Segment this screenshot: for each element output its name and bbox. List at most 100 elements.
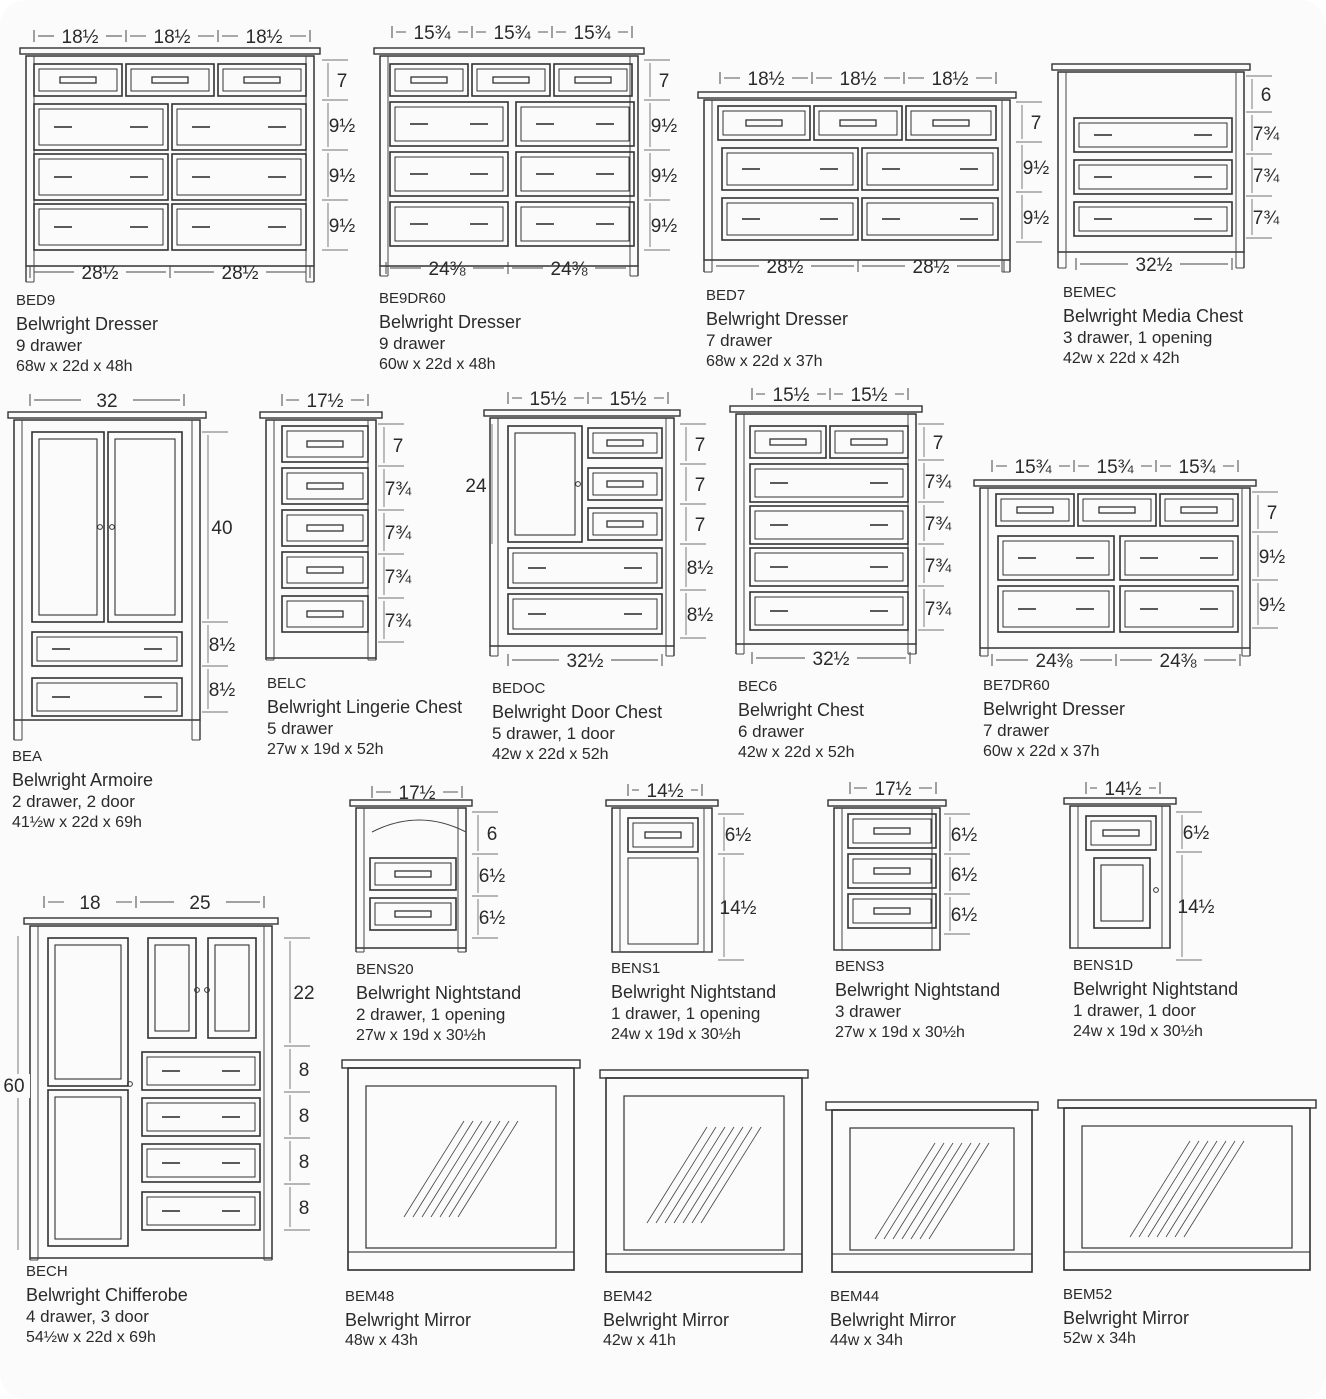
- case: [1069, 805, 1171, 949]
- product-description: 7 drawer: [983, 721, 1050, 741]
- drawer-inset: [520, 156, 630, 192]
- door-front: [507, 425, 583, 543]
- height-label: 6½: [951, 905, 978, 926]
- glass-reflection: [1183, 1140, 1245, 1238]
- width-label: 28½: [222, 263, 259, 284]
- width-label: 15½: [851, 385, 888, 406]
- width-label: 24⅜: [1160, 651, 1197, 672]
- width-label: 18½: [62, 27, 99, 48]
- door-front: [47, 937, 129, 1087]
- mirror-top: [599, 1069, 809, 1079]
- arched-opening: [371, 819, 467, 833]
- drawer-inset: [1000, 498, 1070, 522]
- door-front: [107, 431, 183, 623]
- drawer-pull: [606, 439, 644, 447]
- drawer-front: [721, 147, 859, 191]
- height-label: 9½: [1023, 208, 1050, 229]
- drawer-inset: [754, 468, 904, 498]
- drawer-inset: [852, 818, 932, 844]
- case: [1057, 71, 1245, 253]
- height-label: 6½: [725, 825, 752, 846]
- drawer-front: [829, 425, 909, 459]
- top-board: [827, 799, 947, 807]
- drawer-front: [281, 425, 369, 463]
- drawer-front: [1085, 815, 1157, 851]
- product-dimensions: 60w x 22d x 48h: [379, 355, 496, 373]
- product-dimensions: 52w x 34h: [1063, 1330, 1136, 1348]
- height-label: 9½: [1259, 595, 1286, 616]
- glass-reflection: [457, 1120, 519, 1218]
- product-dimensions: 24w x 19d x 30½h: [1073, 1022, 1203, 1040]
- glass-reflection: [439, 1120, 501, 1218]
- height-label: 7: [659, 71, 670, 92]
- top-board: [973, 479, 1257, 487]
- height-label: 7: [393, 436, 404, 457]
- drawer-front: [171, 203, 307, 251]
- drawer-pull: [644, 831, 682, 839]
- caption-bem48: BEM48 Belwright Mirror 48w x 43h: [345, 1288, 471, 1351]
- door-knob: [194, 987, 200, 993]
- drawer-inset: [36, 682, 178, 712]
- height-label: 7: [1267, 503, 1278, 524]
- door-panel: [38, 438, 98, 616]
- door-knob: [127, 1081, 133, 1087]
- drawer-inset: [286, 556, 364, 584]
- width-label: 24⅜: [1036, 651, 1073, 672]
- height-label: 8½: [209, 635, 236, 656]
- width-label: 32½: [1136, 255, 1173, 276]
- mirror-base: [1063, 1251, 1311, 1271]
- drawer-pull: [410, 76, 448, 84]
- height-label: 6: [1261, 85, 1272, 106]
- drawer-front: [389, 201, 509, 247]
- case: [979, 487, 1251, 649]
- drawer-inset: [722, 110, 806, 136]
- product-dimensions: 41½w x 22d x 69h: [12, 813, 142, 831]
- drawer-inset: [1090, 820, 1152, 846]
- height-label: 7¾: [925, 556, 953, 577]
- drawer-front: [587, 507, 663, 541]
- drawer-inset: [866, 202, 994, 236]
- drawer-pull: [1180, 506, 1218, 514]
- product-dimensions: 27w x 19d x 30½h: [835, 1023, 965, 1041]
- top-board: [373, 47, 645, 55]
- drawer-front: [1073, 159, 1233, 195]
- product-description: 2 drawer, 1 opening: [356, 1005, 506, 1025]
- width-label: 15¾: [1179, 457, 1217, 478]
- drawer-inset: [1124, 540, 1234, 576]
- glass-reflection: [412, 1120, 474, 1218]
- height-label: 8½: [687, 558, 714, 579]
- height-label: 6½: [1183, 823, 1210, 844]
- drawer-front: [31, 631, 183, 667]
- drawing-bem44: [825, 1101, 1039, 1273]
- caption-bem52: BEM52 Belwright Mirror 52w x 34h: [1063, 1286, 1189, 1349]
- drawer-front: [507, 593, 663, 635]
- case: [703, 99, 1011, 261]
- glass-reflection: [1174, 1140, 1236, 1238]
- height-label: 7¾: [385, 479, 413, 500]
- width-label: 14½: [647, 781, 684, 802]
- product-code: BELC: [267, 675, 307, 692]
- glass-reflection: [430, 1120, 492, 1218]
- height-label: 7: [1031, 113, 1042, 134]
- product-name: Belwright Nightstand: [356, 982, 522, 1003]
- drawer-pull: [306, 566, 344, 574]
- product-name: Belwright Nightstand: [611, 981, 777, 1002]
- door-knob: [109, 524, 115, 530]
- product-dimensions: 68w x 22d x 48h: [16, 357, 133, 375]
- product-name: Belwright Chest: [738, 699, 865, 720]
- product-dimensions: 27w x 19d x 30½h: [356, 1026, 486, 1044]
- drawer-inset: [866, 152, 994, 186]
- product-name: Belwright Mirror: [1063, 1307, 1190, 1328]
- drawer-inset: [592, 432, 658, 454]
- drawer-front: [125, 63, 215, 97]
- door-knob: [1153, 887, 1159, 893]
- glass-reflection: [655, 1126, 717, 1224]
- product-code: BEM42: [603, 1288, 653, 1305]
- product-code: BENS1D: [1073, 957, 1134, 974]
- height-label: 7: [695, 475, 706, 496]
- product-code: BE9DR60: [379, 290, 446, 307]
- door-panel: [1100, 864, 1144, 922]
